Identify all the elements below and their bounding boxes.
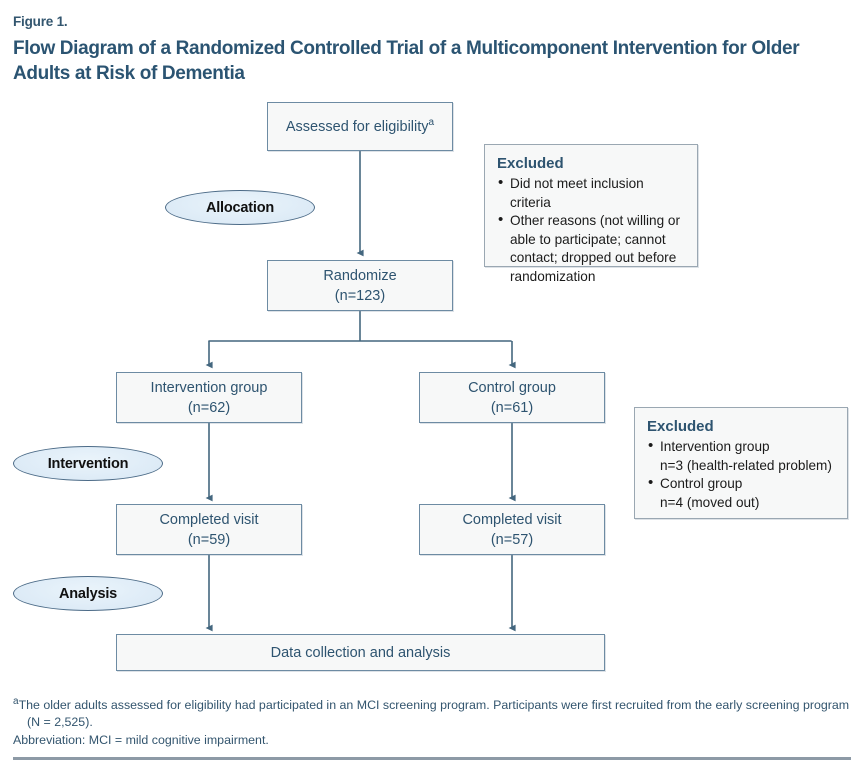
box-control-group-label: Control group [468,379,556,396]
figure-title: Flow Diagram of a Randomized Controlled … [13,38,800,84]
stage-intervention-text: Intervention [47,455,129,472]
footnote-a-text: The older adults assessed for eligibilit… [18,698,850,729]
box-randomize-label: Randomize [323,267,397,284]
list-item: Intervention group n=3 (health-related p… [647,437,835,475]
note-excluded-screening-title: Excluded [497,155,564,172]
box-completed-visit-intervention-count: (n=59) [187,531,231,548]
list-item: Other reasons (not willing or able to pa… [497,211,685,286]
box-completed-visit-control: Completed visit (n=57) [419,504,605,555]
note-item-text: Control group [660,476,743,491]
note-item-detail: n=3 (health-related problem) [660,457,832,473]
box-randomize-count: (n=123) [334,287,386,304]
box-data-collection-label: Data collection and analysis [270,644,451,661]
footnote-a-marker: a [13,695,19,707]
box-completed-visit-intervention: Completed visit (n=59) [116,504,302,555]
box-completed-visit-intervention-label: Completed visit [159,511,259,528]
box-intervention-group-count: (n=62) [187,399,231,416]
stage-label-intervention: Intervention [13,446,163,481]
box-intervention-group-label: Intervention group [150,379,268,396]
note-item-text: able to participate; cannot [510,231,666,247]
footnote-a: aThe older adults assessed for eligibili… [13,695,851,731]
stage-label-analysis: Analysis [13,576,163,611]
note-excluded-followup: Excluded Intervention group n=3 (health-… [634,407,848,519]
box-assessed-for-eligibility: Assessed for eligibilitya [267,102,453,151]
footnote-abbreviation: Abbreviation: MCI = mild cognitive impai… [13,733,269,747]
note-excluded-followup-list: Intervention group n=3 (health-related p… [647,437,835,512]
note-item-text: contact; dropped out before [510,250,677,265]
note-excluded-screening: Excluded Did not meet inclusion criteria… [484,144,698,284]
note-excluded-screening-list: Did not meet inclusion criteria Other re… [497,174,685,286]
note-item-text: randomization [510,268,596,284]
note-item-text: Intervention group [660,439,770,454]
box-control-group: Control group (n=61) [419,372,605,423]
box-assessed-text: Assessed for eligibility [285,118,429,135]
stage-allocation-text: Allocation [205,199,275,216]
footnote-marker-a: a [428,116,435,128]
box-assessed-label: Assessed for eligibilitya [286,117,434,137]
box-control-group-count: (n=61) [490,399,534,416]
box-randomize: Randomize (n=123) [267,260,453,311]
note-item-text: Other reasons (not willing or [510,213,680,228]
box-data-collection-and-analysis: Data collection and analysis [116,634,605,671]
list-item: Control group n=4 (moved out) [647,474,835,512]
note-item-text: Did not meet inclusion criteria [510,176,644,210]
bottom-rule [13,757,851,760]
list-item: Did not meet inclusion criteria [497,174,685,212]
box-completed-visit-control-count: (n=57) [490,531,534,548]
box-intervention-group: Intervention group (n=62) [116,372,302,423]
note-item-detail: n=4 (moved out) [660,494,760,510]
stage-analysis-text: Analysis [58,585,118,602]
figure-footnotes: aThe older adults assessed for eligibili… [13,695,851,749]
stage-label-allocation: Allocation [165,190,315,225]
figure-label: Figure 1. [13,14,68,29]
box-completed-visit-control-label: Completed visit [462,511,562,528]
note-excluded-followup-title: Excluded [647,418,714,435]
